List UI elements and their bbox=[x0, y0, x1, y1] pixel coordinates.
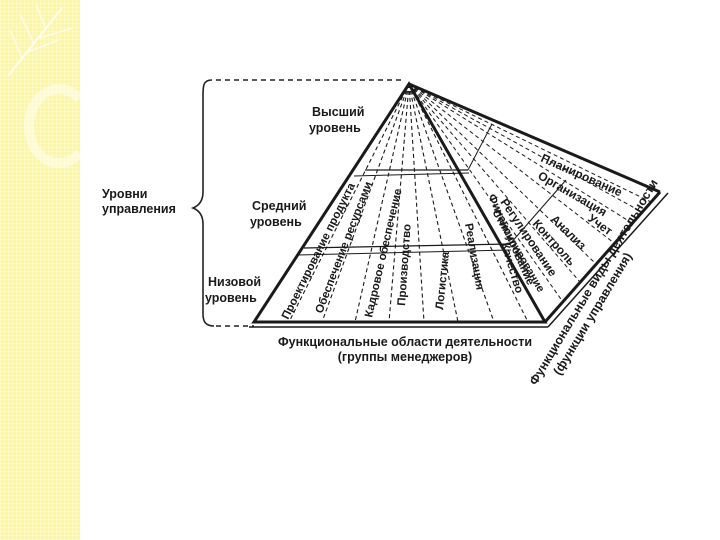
level-middle-label: Средний bbox=[252, 199, 306, 213]
leaf-ornament-icon bbox=[7, 3, 73, 77]
levels-group-label: Уровни bbox=[102, 187, 148, 201]
levels-group-label: управления bbox=[102, 202, 176, 216]
functional-areas-caption: Функциональные области деятельности bbox=[278, 335, 532, 349]
decorative-arc bbox=[24, 84, 94, 168]
level-low-label: Низовой bbox=[208, 275, 261, 289]
level-middle-label: уровень bbox=[250, 215, 302, 229]
level-top-label: Высший bbox=[312, 105, 364, 119]
functional-areas-caption: (группы менеджеров) bbox=[338, 350, 472, 364]
level-top-label: уровень bbox=[309, 121, 361, 135]
level-low-label: уровень bbox=[205, 291, 257, 305]
decorative-side-strip bbox=[0, 0, 94, 540]
functional-area-label: Производство bbox=[396, 224, 414, 307]
pyramid-side-face bbox=[249, 82, 669, 328]
management-function-label: Учет bbox=[585, 211, 615, 238]
management-levels-labels: Уровни управления Высший уровень Средний… bbox=[102, 105, 364, 305]
levels-bracket bbox=[190, 79, 405, 327]
